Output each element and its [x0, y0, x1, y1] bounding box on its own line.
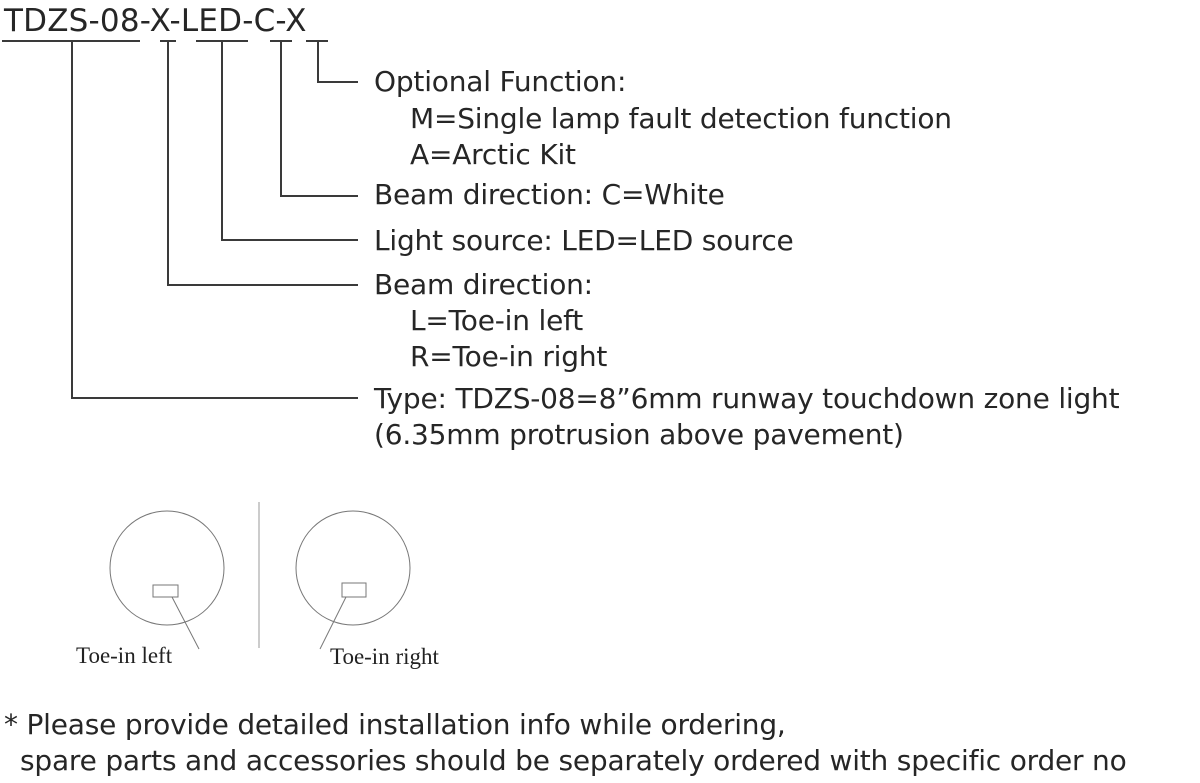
leader-color — [280, 41, 358, 197]
beam-direction-option-r: R=Toe-in right — [410, 340, 608, 373]
beam-direction-option-l: L=Toe-in left — [410, 304, 584, 337]
footnote-line-2: spare parts and accessories should be se… — [20, 744, 1127, 777]
beam-direction-heading: Beam direction: — [374, 268, 593, 301]
type-label: Type: TDZS-08=8”6mm runway touchdown zon… — [374, 382, 1120, 415]
toe-in-right-circle — [295, 510, 411, 626]
toe-in-left-label: Toe-in left — [76, 643, 173, 668]
beam-direction-color-label: Beam direction: C=White — [374, 178, 725, 211]
toe-in-right-label: Toe-in right — [330, 644, 439, 669]
optional-function-heading: Optional Function: — [374, 65, 627, 98]
leader-source — [221, 41, 358, 241]
footnote-line-1: * Please provide detailed installation i… — [4, 708, 786, 741]
toe-in-right-lens — [341, 582, 367, 598]
leader-type — [71, 41, 358, 399]
model-code: TDZS-08-X-LED-C-X — [4, 3, 307, 39]
leader-optional — [317, 41, 358, 83]
light-source-label: Light source: LED=LED source — [374, 224, 794, 257]
leader-beam — [167, 41, 358, 286]
toe-in-right-pointer — [319, 596, 347, 650]
type-note: (6.35mm protrusion above pavement) — [374, 418, 904, 451]
toe-in-left-circle — [109, 510, 225, 626]
optional-function-option-a: A=Arctic Kit — [410, 138, 576, 171]
toe-in-left-lens — [152, 584, 179, 598]
toe-in-left-pointer — [171, 596, 200, 650]
optional-function-option-m: M=Single lamp fault detection function — [410, 102, 952, 135]
